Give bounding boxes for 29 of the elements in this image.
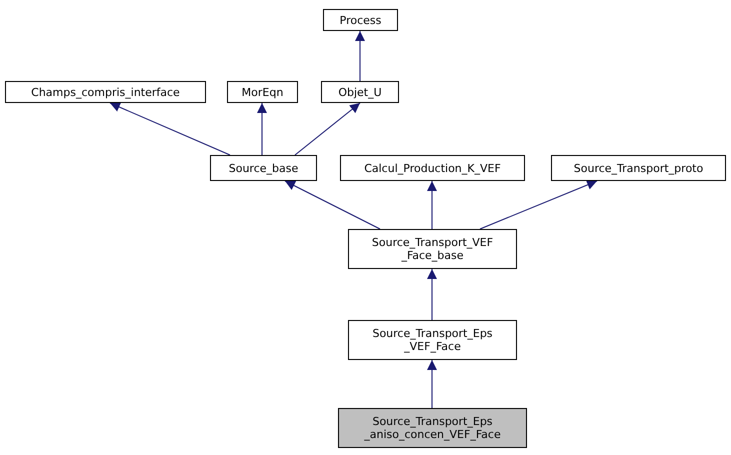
class-box	[340, 155, 525, 181]
inheritance-arrow	[294, 102, 360, 156]
class-name: Objet_U	[338, 86, 382, 98]
class-name: Source_Transport_Eps _VEF_Face	[371, 327, 494, 353]
class-box	[348, 320, 517, 360]
class-name: Source_Transport_proto	[574, 162, 704, 174]
inheritance-arrow	[110, 102, 230, 156]
class-name: MorEqn	[242, 86, 284, 98]
class-name: Process	[340, 14, 382, 26]
highlighted-class-box	[338, 408, 527, 448]
inheritance-arrow	[355, 30, 365, 82]
class-box	[348, 229, 517, 269]
class-name: Source_Transport_Eps _aniso_concen_VEF_Face	[363, 415, 502, 441]
inheritance-arrow	[257, 102, 267, 156]
class-name: Source_base	[228, 162, 298, 174]
class-box	[551, 155, 726, 181]
class-box	[5, 81, 206, 103]
class-name: Champs_compris_interface	[31, 86, 180, 98]
inheritance-arrow	[284, 180, 380, 230]
inheritance-arrow	[427, 268, 437, 320]
inheritance-arrow	[427, 180, 437, 230]
class-box	[321, 81, 399, 103]
class-box	[210, 155, 317, 181]
class-box	[227, 81, 298, 103]
inheritance-arrow	[480, 180, 598, 230]
class-name: Calcul_Production_K_VEF	[364, 162, 501, 174]
class-name: Source_Transport_VEF _Face_base	[370, 236, 494, 262]
inheritance-arrow	[427, 360, 437, 408]
class-box	[323, 9, 398, 31]
